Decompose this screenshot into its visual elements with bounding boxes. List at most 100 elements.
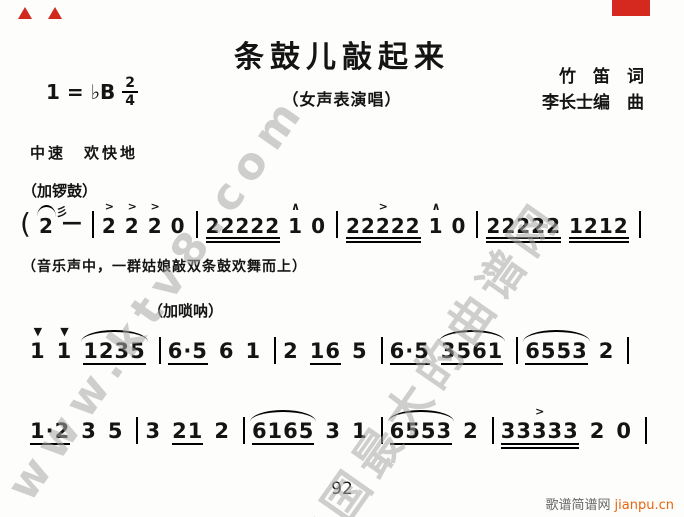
note-group: 1212 xyxy=(569,216,629,243)
note-group: 5 xyxy=(352,341,368,364)
note-digits: 3 xyxy=(81,419,97,443)
note-group: >22222 xyxy=(345,201,421,243)
note-digits: 0 xyxy=(451,214,467,238)
stage-direction: （音乐声中，一群姑娘敲双条鼓欢舞而上） xyxy=(22,259,307,275)
barline xyxy=(380,337,383,364)
barline xyxy=(627,337,630,364)
tempo-marking: 中速 欢快地 xyxy=(30,144,139,162)
accent-mark: ▼ xyxy=(60,325,69,338)
note-group: 6 xyxy=(219,341,235,364)
note-digits: 6553 xyxy=(525,339,588,363)
key-text: 1 = ♭B xyxy=(46,80,116,104)
note-digits: 1 xyxy=(428,214,444,238)
barline xyxy=(476,211,479,238)
footer-site-link[interactable]: jianpu.cn xyxy=(614,498,674,513)
note-group: 0 xyxy=(616,421,632,444)
red-block-icon xyxy=(612,0,650,16)
note-digits: 22222 xyxy=(205,214,281,238)
note-group: 3 xyxy=(325,421,341,444)
barline xyxy=(242,417,245,444)
note-digits: 1 xyxy=(245,339,262,363)
note-group: 1235 xyxy=(81,330,148,365)
slur-arc xyxy=(523,330,590,342)
footer-site-name: 歌谱简谱网 xyxy=(545,498,611,513)
barline xyxy=(380,417,383,444)
page-number: 92 xyxy=(331,479,353,499)
note-group: >33333 xyxy=(500,406,579,449)
note-digits: 3 xyxy=(325,419,342,443)
note-group: 0 xyxy=(311,216,326,238)
slur-arc xyxy=(81,330,148,342)
note-group: >2 xyxy=(147,201,163,238)
note-group: 2 xyxy=(283,341,299,364)
note-digits: 2 xyxy=(214,419,230,443)
note-group: 3561 xyxy=(438,330,506,365)
accent-mark: ∧ xyxy=(291,200,301,213)
note-group: 2 xyxy=(599,341,615,364)
note-group: 6·5 xyxy=(389,341,431,365)
accent-mark: > xyxy=(378,200,388,213)
note-digits: 16 xyxy=(309,339,342,363)
note-digits: 6 xyxy=(218,339,235,363)
note-digits: 2 xyxy=(598,339,615,363)
accent-mark: > xyxy=(535,405,545,418)
note-digits: 0 xyxy=(170,214,186,238)
barline xyxy=(638,211,641,238)
note-digits: 6553 xyxy=(389,419,453,443)
note-digits: 3561 xyxy=(440,339,504,363)
note-digits: 5 xyxy=(352,339,368,363)
note-group: 2 xyxy=(463,421,479,444)
red-triangle-marks xyxy=(18,4,78,23)
barline xyxy=(158,337,161,364)
note-group: 22222 xyxy=(486,216,561,243)
accent-mark: > xyxy=(150,200,160,213)
note-group: ▼1 xyxy=(30,326,46,364)
note-group: ∧1 xyxy=(428,201,444,238)
slur-arc xyxy=(387,410,455,422)
note-group: 3 xyxy=(81,421,97,444)
accent-mark: > xyxy=(104,200,114,213)
red-triangle-icon xyxy=(18,7,32,19)
barline xyxy=(195,211,198,238)
note-digits: 22222 xyxy=(345,214,421,238)
note-group: >2 xyxy=(101,201,117,238)
note-digits: 1·2 xyxy=(30,419,71,443)
note-digits: 6165 xyxy=(251,419,315,443)
note-digits: 33333 xyxy=(500,419,579,443)
accent-mark: ∧ xyxy=(431,200,441,213)
note-digits: 1 xyxy=(352,419,368,443)
note-digits: 1 xyxy=(56,339,73,363)
red-triangle-icon xyxy=(48,7,62,19)
note-digits: 3 xyxy=(145,419,162,443)
note-group: 3 xyxy=(145,421,161,444)
annotation-suona: （加唢呐） xyxy=(148,302,224,320)
note-group: ▼1 xyxy=(56,326,73,364)
composer-credit: 李长士编 曲 xyxy=(542,93,644,114)
note-group: 2 xyxy=(590,421,606,444)
slur-arc xyxy=(438,330,506,342)
note-digits: 2 xyxy=(463,419,479,443)
note-group: 6553 xyxy=(523,330,590,365)
key-signature: 1 = ♭B 2 4 xyxy=(46,76,139,109)
barline xyxy=(136,417,139,444)
note-digits: 2 xyxy=(147,214,163,238)
note-group: 6·5 xyxy=(167,341,209,365)
slur-arc xyxy=(249,410,317,422)
meter-denominator: 4 xyxy=(125,93,136,109)
note-digits: 2 xyxy=(589,419,606,443)
note-group: 21 xyxy=(172,419,204,445)
barline xyxy=(516,337,519,364)
duration-dash: — xyxy=(61,210,82,234)
barline xyxy=(645,417,648,444)
barline xyxy=(91,211,94,238)
note-digits: 21 xyxy=(172,419,204,443)
note-group: 1 xyxy=(246,341,262,364)
note-digits: 2 xyxy=(101,214,117,238)
note-digits: 0 xyxy=(616,419,633,443)
